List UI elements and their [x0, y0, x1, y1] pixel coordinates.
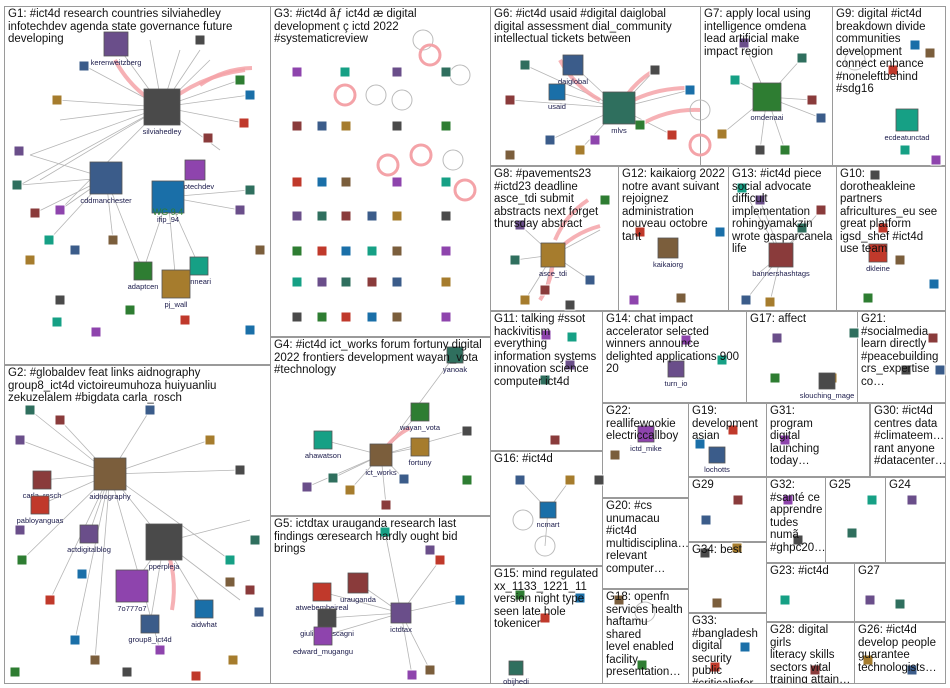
group-label-g3: G3: #ict4d âƒ ict4d æ digital developmen… [274, 8, 417, 45]
group-panel-g6: G6: #ict4d usaid #digital daiglobal digi… [490, 6, 701, 166]
group-label-g8: G8: #pavements23 #ictd23 deadline asce_t… [494, 168, 599, 230]
group-label-g22: G22: reallifewookie electriccallboy [606, 405, 679, 442]
group-label-g30: G30: #ict4d centres data #climateem… ran… [874, 405, 946, 467]
group-label-g24: G24 [889, 479, 911, 491]
group-panel-g9: G9: digital #ict4d breakdown divide comm… [832, 6, 946, 166]
group-panel-g7: G7: apply local using intelligence omden… [700, 6, 833, 166]
group-label-g26: G26: #ict4d develop people guarantee tec… [858, 624, 937, 674]
group-panel-g23: G23: #ict4d [766, 563, 855, 622]
group-label-g20: G20: #cs unumacau #ict4d multidisciplina… [606, 500, 689, 575]
group-label-g12: G12: kaikaiorg 2022 notre avant suivant … [622, 168, 725, 243]
group-label-g25: G25 [829, 479, 851, 491]
group-panel-g17: G17: affect [746, 311, 858, 403]
group-panel-g25: G25 [825, 477, 886, 563]
group-panel-g24: G24 [885, 477, 946, 563]
group-panel-g28: G28: digital girls literacy skills secto… [766, 622, 855, 684]
group-label-g34: G34: best [692, 544, 742, 556]
group-panel-g16: G16: #ict4d [490, 451, 603, 566]
group-label-g32: G32: #santé ce apprendre tudes numã #ghp… [770, 479, 826, 554]
group-label-g15: G15: mind regulated xx_1133_1221_11 vers… [494, 568, 599, 630]
group-panel-g30: G30: #ict4d centres data #climateem… ran… [870, 403, 946, 477]
group-panel-g20: G20: #cs unumacau #ict4d multidisciplina… [602, 498, 689, 589]
group-label-g21: G21: #socialmedia learn directly #peaceb… [861, 313, 939, 388]
group-label-g13: G13: #ict4d piece social advocate diffic… [732, 168, 833, 255]
group-panel-g11: G11: talking #ssot hackivitism everythin… [490, 311, 603, 451]
group-panel-g33: G33: #bangladesh digital security public… [688, 613, 767, 684]
group-panel-g12: G12: kaikaiorg 2022 notre avant suivant … [618, 166, 729, 311]
group-label-g27: G27 [858, 565, 880, 577]
group-panel-g22: G22: reallifewookie electriccallboy [602, 403, 689, 498]
group-panel-g27: G27 [854, 563, 946, 622]
group-label-g17: G17: affect [750, 313, 807, 325]
group-panel-g31: G31: program digital launching today… [766, 403, 870, 477]
group-panel-g8: G8: #pavements23 #ictd23 deadline asce_t… [490, 166, 619, 311]
group-panel-g3: G3: #ict4d âƒ ict4d æ digital developmen… [270, 6, 491, 337]
group-panel-g1: G1: #ict4d research countries silviahedl… [4, 6, 271, 365]
group-panel-g21: G21: #socialmedia learn directly #peaceb… [857, 311, 946, 403]
group-label-g19: G19: development asian [692, 405, 758, 442]
group-panel-g4: G4: #ict4d ict_works forum fortuny digit… [270, 337, 491, 516]
group-label-g2: G2: #globaldev feat links aidnography gr… [8, 367, 217, 404]
group-panel-g13: G13: #ict4d piece social advocate diffic… [728, 166, 837, 311]
group-panel-g29: G29 [688, 477, 767, 542]
group-label-g6: G6: #ict4d usaid #digital daiglobal digi… [494, 8, 672, 45]
group-panel-g19: G19: development asian [688, 403, 767, 477]
group-label-g9: G9: digital #ict4d breakdown divide comm… [836, 8, 926, 95]
group-label-g28: G28: digital girls literacy skills secto… [770, 624, 851, 684]
group-label-g1: G1: #ict4d research countries silviahedl… [8, 8, 233, 45]
group-label-g4: G4: #ict4d ict_works forum fortuny digit… [274, 339, 482, 376]
group-label-g33: G33: #bangladesh digital security public… [692, 615, 765, 684]
group-label-g29: G29 [692, 479, 714, 491]
group-panel-g10: G10: dorotheakleine partners africulture… [836, 166, 946, 311]
group-panel-g32: G32: #santé ce apprendre tudes numã #ghp… [766, 477, 826, 563]
group-label-g10: G10: dorotheakleine partners africulture… [840, 168, 938, 255]
group-panel-g34: G34: best [688, 542, 767, 613]
group-label-g16: G16: #ict4d [494, 453, 553, 465]
group-label-g14: G14: chat impact accelerator selected wi… [606, 313, 739, 375]
group-panel-g18: G18: openfn services health haftamu shar… [602, 589, 689, 684]
group-label-g7: G7: apply local using intelligence omden… [704, 8, 811, 58]
group-panel-g2: G2: #globaldev feat links aidnography gr… [4, 365, 271, 684]
group-label-g11: G11: talking #ssot hackivitism everythin… [494, 313, 597, 388]
group-label-g23: G23: #ict4d [770, 565, 829, 577]
group-panel-g15: G15: mind regulated xx_1133_1221_11 vers… [490, 566, 603, 684]
group-label-g31: G31: program digital launching today… [770, 405, 820, 467]
group-label-g5: G5: ictdtax urauganda research last find… [274, 518, 458, 555]
group-panel-g26: G26: #ict4d develop people guarantee tec… [854, 622, 946, 684]
group-label-g18: G18: openfn services health haftamu shar… [606, 591, 683, 678]
group-panel-g14: G14: chat impact accelerator selected wi… [602, 311, 747, 403]
group-panel-g5: G5: ictdtax urauganda research last find… [270, 516, 491, 684]
